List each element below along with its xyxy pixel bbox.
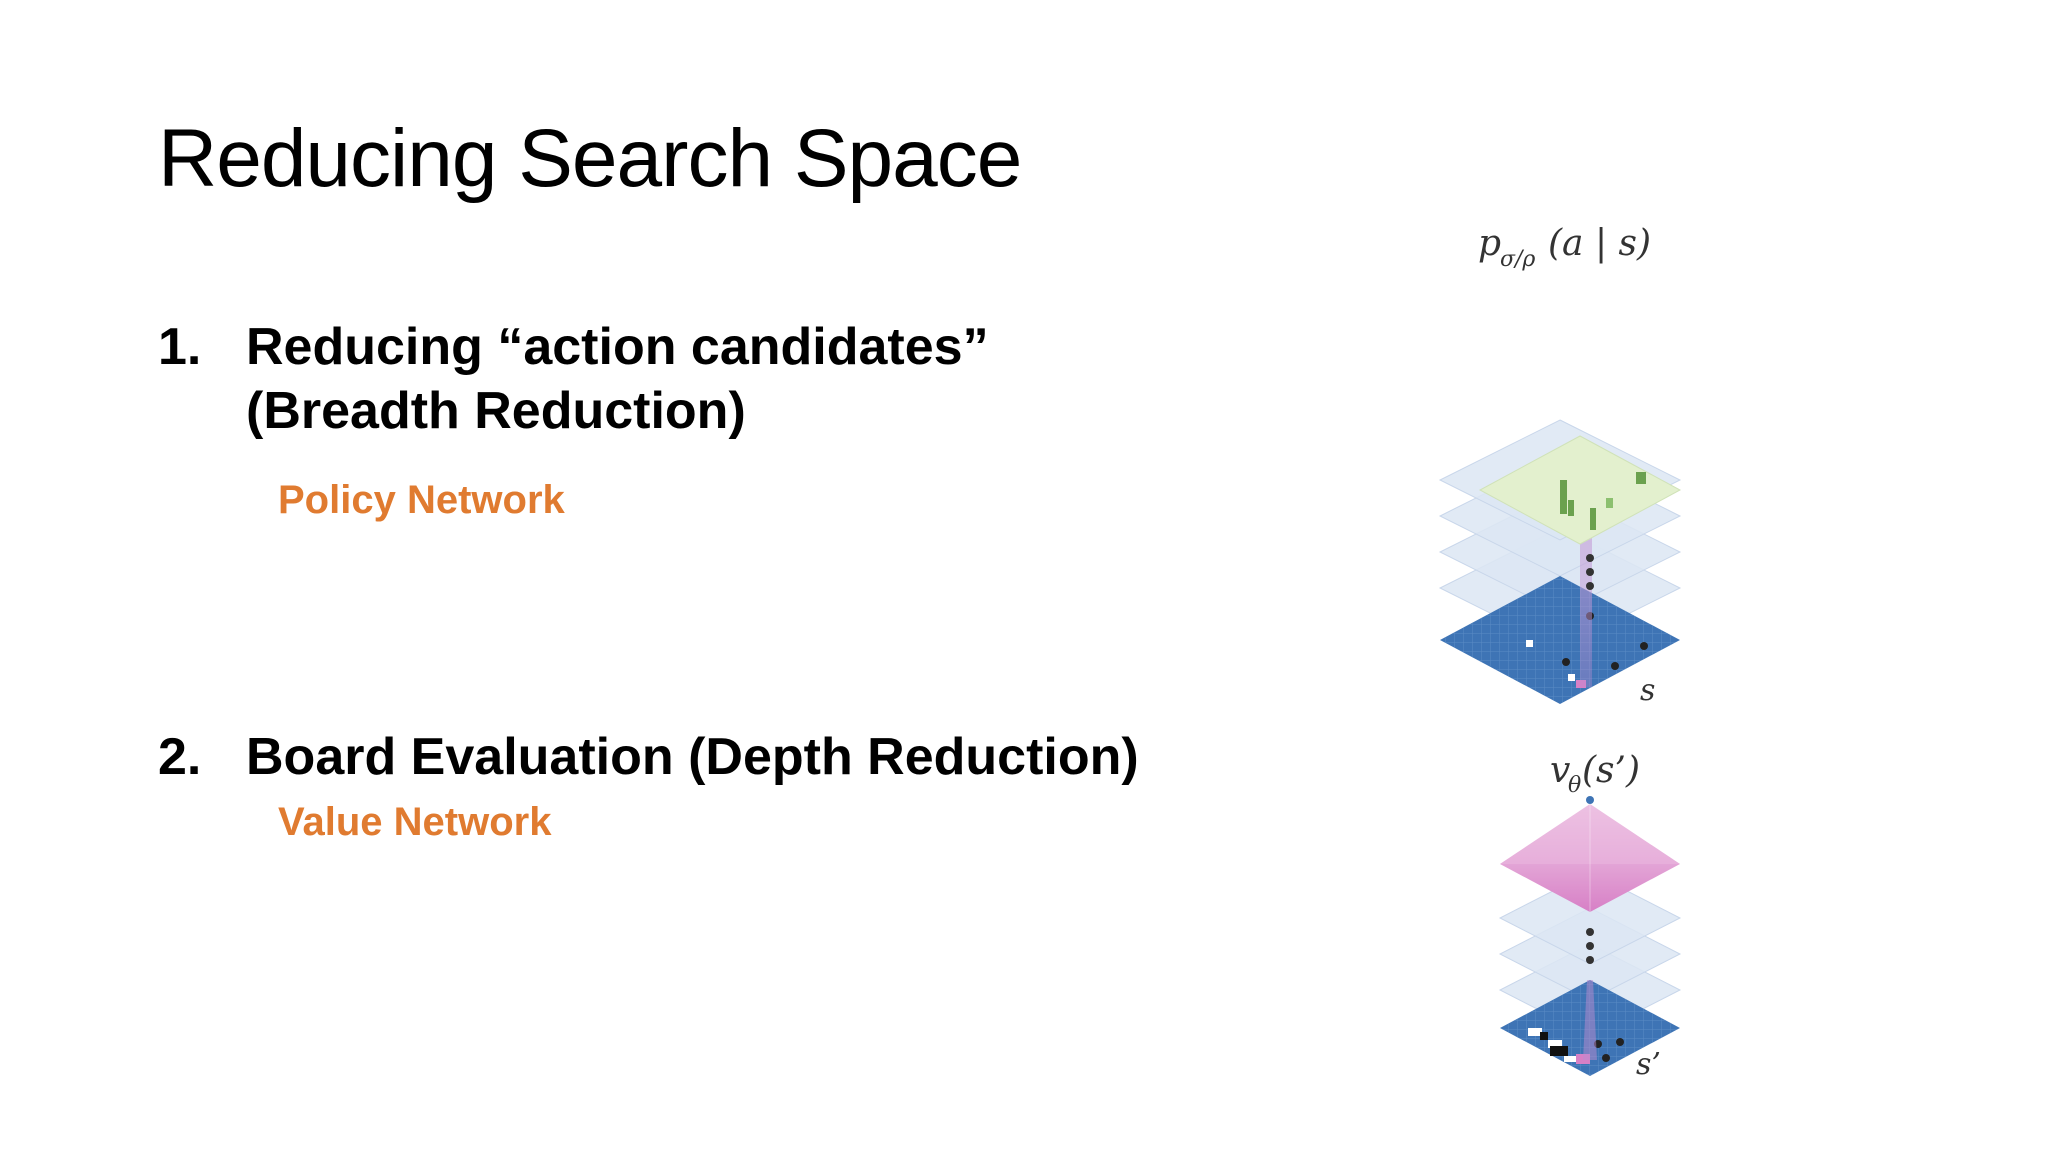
list-item-line: Board Evaluation (Depth Reduction)	[246, 728, 1139, 786]
stone	[1616, 1038, 1624, 1046]
stone	[1602, 1054, 1610, 1062]
list-number: 2.	[158, 728, 202, 786]
list-item-text: Reducing “action candidates” (Breadth Re…	[246, 315, 989, 443]
stone	[1611, 662, 1619, 670]
board-grid	[1440, 576, 1680, 704]
network-diagram-svg: p σ/ρ (a | s)	[1438, 223, 1682, 1082]
value-network-figure: v θ (s’)	[1498, 750, 1682, 1082]
value-label-args: (s’)	[1582, 750, 1640, 791]
stone	[1640, 642, 1648, 650]
projection-beam	[1580, 508, 1592, 687]
layer-dot	[1586, 956, 1594, 964]
policy-output-layer	[1478, 435, 1682, 545]
value-label-subscript: θ	[1568, 773, 1581, 798]
projection-beam	[1583, 980, 1597, 1060]
slide-title: Reducing Search Space	[158, 113, 1022, 204]
probability-bar	[1636, 472, 1646, 484]
stone	[1568, 674, 1575, 681]
probability-bar	[1590, 508, 1596, 530]
policy-network-figure: p σ/ρ (a | s)	[1438, 223, 1682, 708]
policy-input-label: s	[1640, 673, 1655, 708]
probability-bar	[1606, 498, 1613, 508]
stone	[1526, 640, 1533, 647]
policy-input-board	[1440, 576, 1680, 704]
stone	[1564, 1056, 1578, 1062]
layer-dot	[1586, 554, 1594, 562]
stone	[1550, 1046, 1568, 1056]
layer-dot	[1586, 942, 1594, 950]
list-number: 1.	[158, 318, 202, 376]
network-diagram: p σ/ρ (a | s)	[1400, 210, 1720, 1152]
probability-bar	[1568, 500, 1574, 516]
layer-dot	[1586, 582, 1594, 590]
value-input-label: s’	[1636, 1047, 1661, 1082]
receptive-field	[1576, 1054, 1590, 1064]
list-item-text: Board Evaluation (Depth Reduction)	[246, 725, 1139, 789]
stone	[1540, 1032, 1548, 1040]
policy-label-main: p	[1478, 223, 1501, 264]
stone	[1528, 1028, 1542, 1036]
value-label-main: v	[1550, 750, 1570, 791]
list-item-line: Reducing “action candidates”	[246, 318, 989, 376]
stone	[1562, 658, 1570, 666]
value-network-label: Value Network	[278, 800, 552, 844]
pyramid-face	[1500, 804, 1680, 864]
layer-dot	[1586, 568, 1594, 576]
policy-label-args: (a | s)	[1548, 223, 1651, 264]
layer-dot	[1586, 928, 1594, 936]
list-item-line: (Breadth Reduction)	[246, 382, 746, 440]
stone	[1548, 1040, 1562, 1048]
policy-label-subscript: σ/ρ	[1500, 247, 1535, 272]
value-output-node	[1586, 796, 1594, 804]
probability-bar	[1560, 480, 1567, 514]
value-pyramid	[1500, 804, 1680, 912]
policy-network-label: Policy Network	[278, 478, 565, 522]
